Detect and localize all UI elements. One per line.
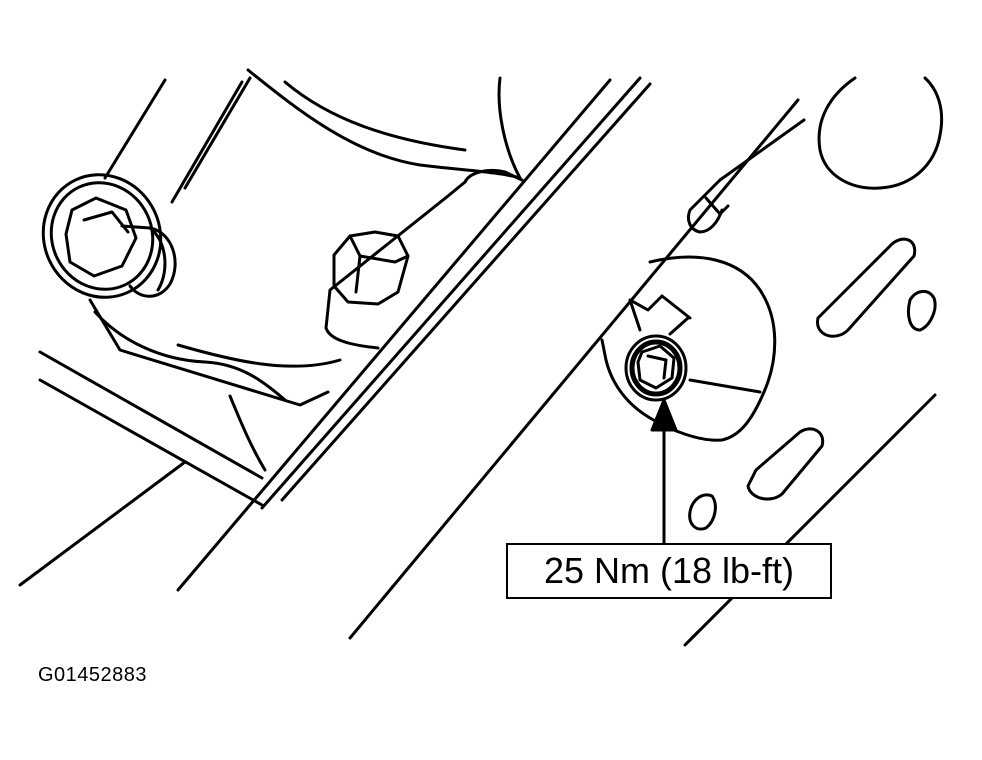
torque-specification-label: 25 Nm (18 lb-ft)	[506, 543, 832, 599]
left-casting	[18, 68, 522, 587]
right-casting	[497, 76, 944, 647]
mounting-slots	[688, 237, 937, 531]
right-bracket-plate	[600, 255, 777, 442]
diagonal-rail	[176, 76, 800, 640]
middle-bracket	[324, 168, 524, 350]
left-bolt	[41, 173, 177, 299]
figure-id: G01452883	[38, 664, 148, 686]
callout-arrow	[650, 398, 678, 545]
right-bolt	[624, 334, 688, 402]
